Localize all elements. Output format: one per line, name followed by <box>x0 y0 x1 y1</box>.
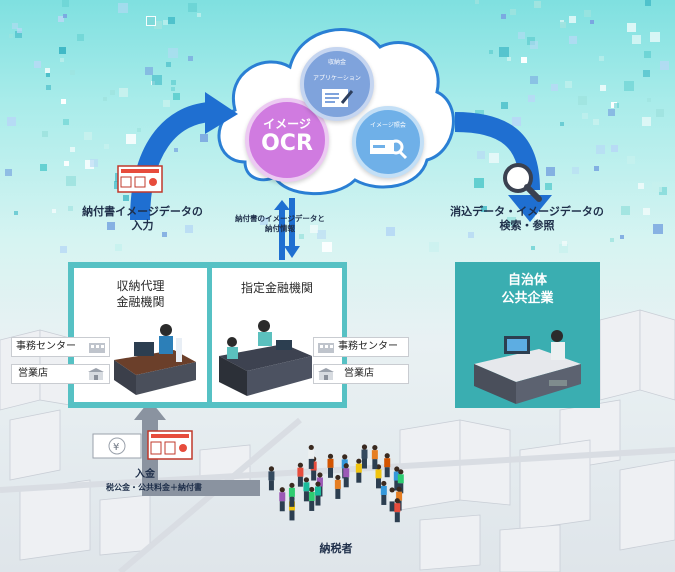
branch-store-icon <box>317 367 335 381</box>
agent-title-line2: 金融機関 <box>74 294 207 310</box>
svg-text:¥: ¥ <box>113 442 119 453</box>
government-officer-desk-illustration <box>469 324 589 406</box>
upload-label-line2: 入力 <box>70 219 215 233</box>
right-branch-label: 営業店 <box>344 365 374 383</box>
search-label: 消込データ・イメージデータの 検索・参照 <box>437 205 617 233</box>
person-figure <box>268 466 274 490</box>
bank-counter-illustration <box>214 316 314 398</box>
right-branch-tag: 営業店 <box>313 364 409 384</box>
person-figure <box>308 445 314 469</box>
person-figure <box>297 463 303 487</box>
search-label-line1: 消込データ・イメージデータの <box>437 205 617 219</box>
person-figure <box>356 459 362 483</box>
person-figure <box>361 444 367 468</box>
deposit-detail-label: 税公金・公共料金＋納付書 <box>90 482 218 493</box>
government-enterprise-card: 自治体 公共企業 <box>455 262 600 408</box>
search-icon <box>500 160 542 202</box>
person-figure <box>394 498 400 522</box>
left-branch-tag: 営業店 <box>11 364 110 384</box>
right-office-center-tag: 事務センター <box>313 337 409 357</box>
payment-slip-icon <box>147 430 193 460</box>
transfer-label: 納付書のイメージデータと 納付情報 <box>220 214 340 234</box>
left-office-center-label: 事務センター <box>16 338 76 356</box>
person-figure <box>384 453 390 477</box>
payment-slip-icon <box>117 165 163 193</box>
search-label-line2: 検索・参照 <box>437 219 617 233</box>
bank-title: 指定金融機関 <box>212 280 342 296</box>
person-figure <box>328 454 334 478</box>
person-figure <box>289 483 295 507</box>
left-branch-label: 営業店 <box>18 365 48 383</box>
upload-label: 納付書イメージデータの 入力 <box>70 205 215 233</box>
right-office-center-label: 事務センター <box>338 338 398 356</box>
taxpayer-crowd-illustration <box>262 440 412 535</box>
government-title: 自治体 公共企業 <box>455 272 600 308</box>
person-figure <box>389 487 395 511</box>
person-figure <box>381 481 387 505</box>
government-title-line1: 自治体 <box>455 272 600 290</box>
person-figure <box>309 487 315 511</box>
agent-title-line1: 収納代理 <box>74 278 207 294</box>
left-office-center-tag: 事務センター <box>11 337 110 357</box>
upload-label-line1: 納付書イメージデータの <box>70 205 215 219</box>
person-figure <box>279 487 285 511</box>
deposit-label: 入金 <box>120 465 170 480</box>
office-building-icon <box>88 340 106 354</box>
yen-banknote-icon: ¥ <box>92 433 142 459</box>
person-figure <box>343 463 349 487</box>
government-title-line2: 公共企業 <box>455 290 600 308</box>
transfer-label-line1: 納付書のイメージデータと <box>220 214 340 224</box>
bank-clerk-desk-illustration <box>104 320 199 398</box>
person-figure <box>303 477 309 501</box>
office-building-icon <box>317 340 335 354</box>
person-figure <box>315 481 321 505</box>
branch-store-icon <box>87 367 105 381</box>
person-figure <box>372 445 378 469</box>
transfer-label-line2: 納付情報 <box>220 224 340 234</box>
taxpayer-label: 納税者 <box>300 540 372 556</box>
person-figure <box>335 475 341 499</box>
